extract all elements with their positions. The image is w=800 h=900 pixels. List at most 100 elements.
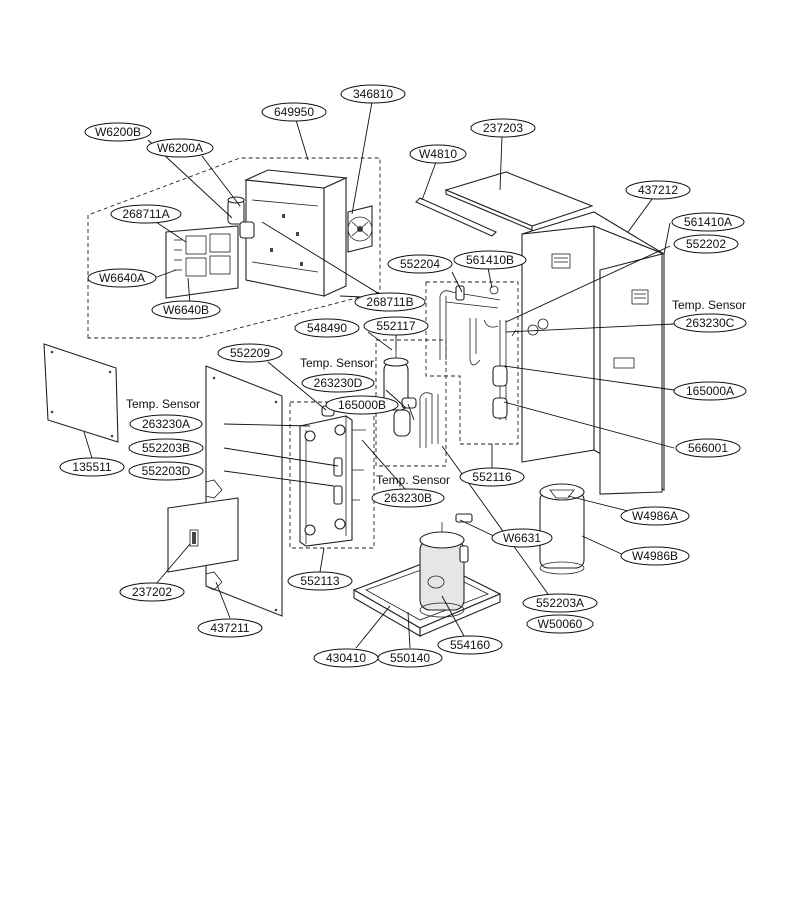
label-text: 552203A <box>536 596 584 610</box>
part-label-W4810[interactable]: W4810 <box>409 144 467 164</box>
cabinet-housing <box>521 211 665 495</box>
part-label-263230A[interactable]: 263230A <box>129 414 203 434</box>
label-text: W4810 <box>419 147 457 161</box>
part-label-W50060[interactable]: W50060 <box>526 614 594 634</box>
part-label-550140[interactable]: 550140 <box>377 648 443 668</box>
part-label-W6640A[interactable]: W6640A <box>87 268 157 288</box>
part-label-566001[interactable]: 566001 <box>675 438 741 458</box>
label-text: 552113 <box>300 574 339 588</box>
support-bracket <box>415 197 497 237</box>
label-text: W6640A <box>99 271 145 285</box>
part-label-135511[interactable]: 135511 <box>59 457 125 477</box>
label-text: 566001 <box>688 441 728 455</box>
part-label-552113[interactable]: 552113 <box>287 571 353 591</box>
part-label-165000B[interactable]: 165000B <box>325 395 399 415</box>
part-label-W6631[interactable]: W6631 <box>491 528 553 548</box>
accumulator-group <box>375 339 447 467</box>
part-label-268711B[interactable]: 268711B <box>354 292 426 312</box>
label-text: 552117 <box>376 319 415 333</box>
part-label-263230B[interactable]: 263230B <box>371 488 445 508</box>
label-text: 263230B <box>384 491 432 505</box>
label-text: 237203 <box>483 121 523 135</box>
label-text: 165000B <box>338 398 386 412</box>
group-649950-outline <box>87 157 381 339</box>
electrical-box-group <box>87 157 381 339</box>
access-panel-237202 <box>167 497 239 573</box>
label-text: 548490 <box>307 321 347 335</box>
label-text: W4986B <box>632 549 678 563</box>
part-label-552203A[interactable]: 552203A <box>522 593 598 613</box>
label-text: 135511 <box>72 460 111 474</box>
temp-sensor-caption-a: Temp. Sensor <box>126 397 200 411</box>
strainer-cylinder <box>539 483 585 575</box>
part-label-552202[interactable]: 552202 <box>673 234 739 254</box>
heat-exchanger-group <box>289 401 375 549</box>
label-text: 430410 <box>326 651 366 665</box>
part-label-561410A[interactable]: 561410A <box>671 212 745 232</box>
part-label-552117[interactable]: 552117 <box>363 316 429 336</box>
front-panel-437211 <box>205 365 283 617</box>
part-label-263230D[interactable]: 263230D <box>301 373 375 393</box>
group-552117-outline <box>375 339 447 467</box>
part-label-437212[interactable]: 437212 <box>625 180 691 200</box>
part-label-W6640B[interactable]: W6640B <box>151 300 221 320</box>
part-label-552209[interactable]: 552209 <box>217 343 283 363</box>
part-label-237202[interactable]: 237202 <box>119 582 185 602</box>
side-panel-135511 <box>43 343 119 443</box>
label-text: 263230D <box>314 376 363 390</box>
label-text: W6200B <box>95 125 141 139</box>
label-text: 561410B <box>466 253 514 267</box>
part-label-554160[interactable]: 554160 <box>437 635 503 655</box>
part-label-552203B[interactable]: 552203B <box>128 438 204 458</box>
part-label-237203[interactable]: 237203 <box>470 118 536 138</box>
part-label-561410B[interactable]: 561410B <box>453 250 527 270</box>
label-text: 263230A <box>142 417 190 431</box>
part-label-649950[interactable]: 649950 <box>261 102 327 122</box>
part-label-552203D[interactable]: 552203D <box>128 461 204 481</box>
label-text: 437211 <box>210 621 249 635</box>
label-text: 552203B <box>142 441 190 455</box>
label-text: 561410A <box>684 215 732 229</box>
label-text: W6200A <box>157 141 203 155</box>
part-label-268711A[interactable]: 268711A <box>110 204 182 224</box>
part-label-W6200B[interactable]: W6200B <box>84 122 152 142</box>
temp-sensor-caption-d: Temp. Sensor <box>300 356 374 370</box>
label-text: 552209 <box>230 346 270 360</box>
part-label-552116[interactable]: 552116 <box>459 467 525 487</box>
label-text: 552203D <box>142 464 191 478</box>
label-text: 550140 <box>390 651 430 665</box>
part-label-430410[interactable]: 430410 <box>313 648 379 668</box>
part-label-346810[interactable]: 346810 <box>340 84 406 104</box>
part-label-552204[interactable]: 552204 <box>387 254 453 274</box>
label-text: W4986A <box>632 509 678 523</box>
pipe-assembly-552204 <box>425 281 519 445</box>
label-text: W6631 <box>503 531 541 545</box>
label-text: W50060 <box>538 617 583 631</box>
temp-sensor-caption-b: Temp. Sensor <box>376 473 450 487</box>
label-text: 268711B <box>366 295 413 309</box>
part-label-W4986A[interactable]: W4986A <box>620 506 690 526</box>
fan-unit <box>347 205 373 253</box>
label-text: 346810 <box>353 87 393 101</box>
label-text: 268711A <box>122 207 169 221</box>
label-text: 263230C <box>686 316 735 330</box>
temp-sensor-caption-c: Temp. Sensor <box>672 298 746 312</box>
part-label-263230C[interactable]: 263230C <box>673 313 747 333</box>
label-text: 437212 <box>638 183 678 197</box>
part-label-548490[interactable]: 548490 <box>294 318 360 338</box>
part-label-437211[interactable]: 437211 <box>197 618 263 638</box>
label-text: 165000A <box>686 384 734 398</box>
part-label-W4986B[interactable]: W4986B <box>620 546 690 566</box>
label-text: 552202 <box>686 237 726 251</box>
label-text: 649950 <box>274 105 314 119</box>
part-label-W6200A[interactable]: W6200A <box>146 138 214 158</box>
top-cover <box>444 171 594 231</box>
label-text: 554160 <box>450 638 490 652</box>
control-box <box>243 169 349 297</box>
group-552204-outline <box>425 281 519 445</box>
circuit-board <box>165 225 239 299</box>
part-label-165000A[interactable]: 165000A <box>673 381 747 401</box>
label-text: W6640B <box>163 303 209 317</box>
label-text: 552204 <box>400 257 440 271</box>
